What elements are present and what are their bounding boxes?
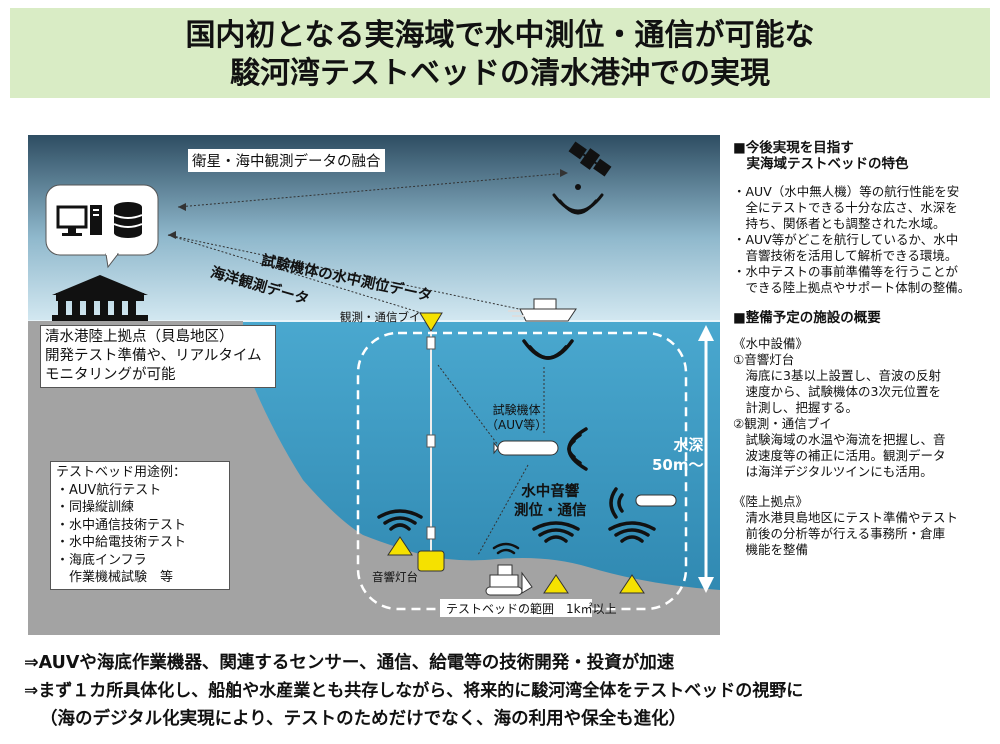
wifi-icon [608,521,656,543]
fusion-arrow [177,172,569,208]
building-icon [52,275,148,321]
feature-line: ・水中テストの事前準備等を行うことが [733,264,959,279]
auv-beacon-arrow [477,464,529,556]
feature-line: ・AUV（水中無人機）等の航行性能を安 [733,184,960,199]
position-data-arrow [167,234,539,314]
base-box: 清水港陸上拠点（貝島地区） 開発テスト準備や、リアルタイム モニタリングが可能 [40,325,276,388]
base-box-line: 清水港陸上拠点（貝島地区） [45,329,234,345]
item1-line: 速度から、試験機体の3次元位置を [733,384,941,399]
bulldozer-icon [485,564,533,596]
item1-line: 計測し、把握する。 [733,400,859,415]
testbed-diagram: 衛星・海中観測データの融合 試験機体の水中測位データ 海洋観測データ 観測・通信… [28,135,720,635]
acoustic-label: 水中音響 測位・通信 [514,483,587,521]
usecase-item: ・水中通信技術テスト [56,517,187,533]
auv-label: 試験機体 （AUV等） [486,403,547,433]
land-line: 前後の分析等が行える事務所・倉庫 [733,526,946,541]
fusion-label: 衛星・海中観測データの融合 [188,149,385,172]
item2-title: ②観測・通信ブイ [733,416,832,431]
conclusion-line-2: ⇒まず１カ所具体化し、船舶や水産業とも共存しながら、将来的に駿河湾全体をテストベ… [24,681,804,701]
item2-line: 試験海域の水温や海流を把握し、音 [733,432,946,447]
base-box-line: 開発テスト準備や、リアルタイム [45,348,262,364]
auv-small-icon [635,494,677,507]
depth-label-line: 水深 [673,436,704,454]
satellite-icon [568,141,612,177]
usecase-item: 作業機械試験 等 [56,570,174,585]
computer-icon [56,205,102,236]
database-icon [113,202,143,238]
land-heading: 《陸上拠点》 [733,494,809,509]
item2-line: は海洋デジタルツインにも活用。 [733,464,933,479]
conclusion-line-3: （海のデジタル化実現により、テストのためだけでなく、海の利用や保全も進化） [40,709,687,729]
usecase-box: テストベッド用途例： ・AUV航行テスト ・同操縦訓練 ・水中通信技術テスト ・… [50,461,230,590]
water-heading: 《水中設備》 [733,336,809,351]
beacon-icon [387,536,645,594]
wifi-icon [522,339,574,360]
feature-line: 持ち、関係者とも調整された水域。 [733,216,946,231]
ocean-data-arrow [167,234,429,316]
ship-icon [508,298,577,322]
usecase-item: ・同操縦訓練 [56,500,135,515]
wifi-icon [552,184,604,215]
range-label-bg [440,599,592,617]
wifi-icon [377,509,423,531]
usecase-item: ・水中給電技術テスト [56,535,187,550]
usecase-item: ・AUV航行テスト [56,482,162,498]
usecase-heading: テストベッド用途例： [56,465,187,480]
base-box-line: モニタリングが可能 [45,367,176,383]
feature-line: 音響技術を活用して解析できる環境。 [733,248,958,263]
title-line-1: 国内初となる実海域で水中測位・通信が可能な [185,18,815,53]
wifi-icon [532,521,580,543]
acoustic-label-line: 水中音響 [521,484,580,500]
depth-label: 水深 50m～ [652,435,704,475]
acoustic-label-line: 測位・通信 [514,503,587,519]
auv-label-line: （AUV等） [486,418,548,432]
buoy-auv-arrow [437,364,499,446]
wifi-icon [609,487,624,519]
wifi-icon [567,427,588,471]
depth-label-line: 50m～ [652,456,704,474]
features-panel: ■今後実現を目指す 実海域テストベッドの特色 ・AUV（水中無人機）等の航行性能… [733,140,995,558]
title-line-2: 駿河湾テストベッドの清水港沖での実現 [230,56,770,91]
auv-label-line: 試験機体 [492,403,541,417]
item2-line: 波速度等の補正に活用。観測データ [733,448,946,463]
item1-line: 海底に3基以上設置し、音波の反射 [733,368,941,383]
range-label: テストベッドの範囲 1k㎡以上 [446,602,617,616]
depth-arrow [698,325,714,593]
beacon-label: 音響灯台 [372,570,418,584]
conclusion-line-1: ⇒AUVや海底作業機器、関連するセンサー、通信、給電等の技術開発・投資が加速 [24,653,675,673]
title-band: 国内初となる実海域で水中測位・通信が可能な 駿河湾テストベッドの清水港沖での実現 [10,8,990,98]
land-line: 機能を整備 [733,542,809,557]
section1-heading-2: 実海域テストベッドの特色 [733,156,909,172]
feature-line: ・AUV等がどこを航行しているか、水中 [733,232,959,247]
buoy-label: 観測・通信ブイ [340,310,421,324]
item1-title: ①音響灯台 [733,352,795,367]
wifi-icon [492,542,520,555]
auv-icon [493,440,559,456]
section1-heading: ■今後実現を目指す [733,140,854,156]
feature-line: できる陸上拠点やサポート体制の整備。 [733,280,971,295]
buoy-icon [417,312,445,572]
usecase-item: ・海底インフラ [56,552,147,568]
feature-line: 全にテストできる十分な広さ、水深を [733,200,958,215]
land-line: 清水港貝島地区にテスト準備やテスト [733,510,959,525]
section2-heading: ■整備予定の施設の概要 [733,310,881,326]
